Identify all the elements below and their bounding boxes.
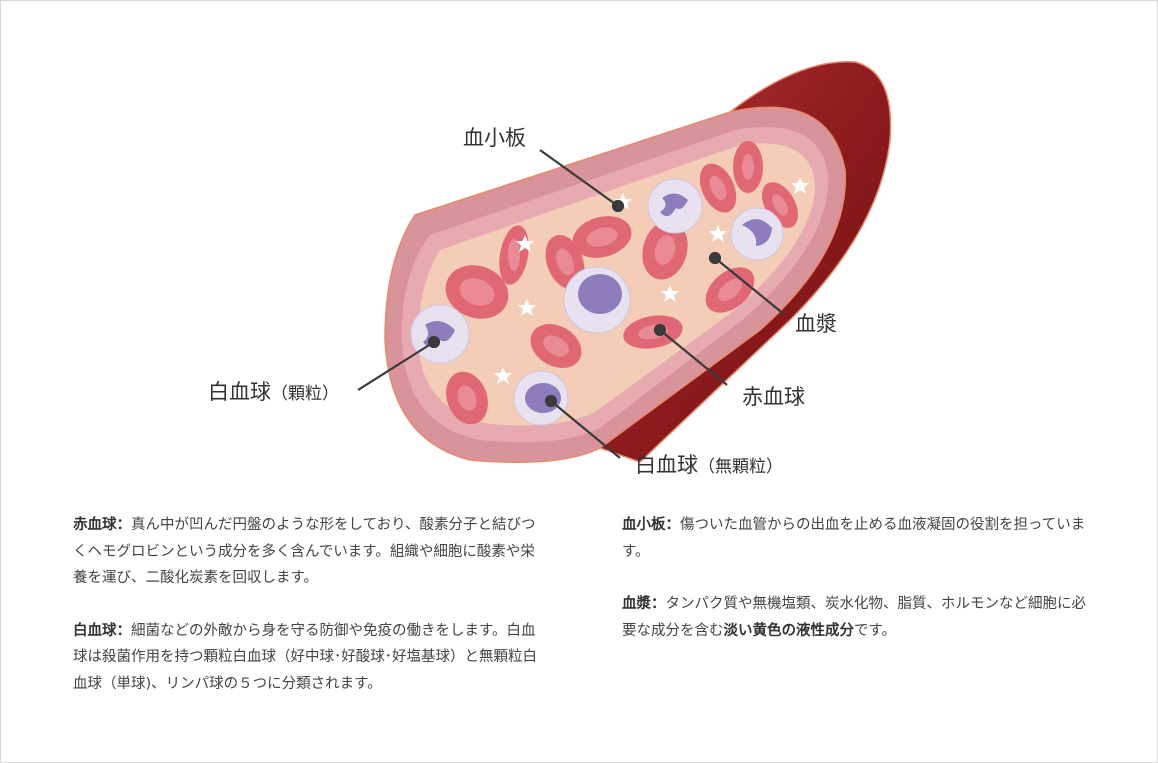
red-blood-cell: [572, 216, 632, 258]
term: 血漿: [622, 596, 651, 612]
white-blood-cells: [410, 178, 784, 426]
text: 細菌などの外敵から身を守る防御や免疫の働きをします。白血球は殺菌作用を持つ顆粒白…: [73, 622, 537, 692]
emphasis: 淡い黄色の液性成分: [723, 622, 855, 639]
red-blood-cell: [445, 265, 509, 319]
term: 血小板: [622, 517, 666, 533]
text: タンパク質や無機塩類、炭水化物、脂質、ホルモンなど細胞に必要な成分を含む: [622, 596, 1086, 639]
description-rbc: 赤血球：真ん中が凹んだ円盤のような形をしており、酸素分子と結びつくヘモグロビンと…: [73, 512, 543, 592]
red-blood-cell: [699, 163, 737, 213]
label-paren: （顆粒）: [271, 384, 339, 404]
rbc-leader-line: [659, 329, 728, 386]
wbc-granular-leader-line: [357, 341, 435, 391]
white-blood-cell-granular: [647, 178, 703, 234]
red-blood-cell: [705, 267, 755, 313]
term: 白血球: [73, 622, 117, 639]
separator: ：: [665, 517, 681, 533]
plasma-leader-line: [714, 257, 786, 316]
term: 赤血球: [73, 517, 117, 533]
white-blood-cell-granular: [410, 304, 470, 364]
label-main: 白血球: [635, 453, 698, 477]
red-blood-cell: [642, 220, 688, 280]
red-blood-cell: [446, 371, 488, 425]
wbc-agranular-leader-line: [550, 400, 621, 459]
label-paren: （無顆粒）: [698, 457, 783, 477]
description-wbc: 白血球：細菌などの外敵から身を守る防御や免疫の働きをします。白血球は殺菌作用を持…: [73, 618, 543, 698]
red-blood-cells: [445, 141, 799, 425]
label-wbc-granular: 白血球（顆粒）: [208, 376, 339, 406]
label-main: 白血球: [208, 380, 271, 404]
description-platelet: 血小板：傷ついた血管からの出血を止める血液凝固の役割を担っています。: [622, 512, 1087, 565]
white-blood-cell-agranular: [730, 207, 784, 261]
description-plasma: 血漿：タンパク質や無機塩類、炭水化物、脂質、ホルモンなど細胞に必要な成分を含む淡…: [622, 591, 1087, 644]
description-left: 赤血球：真ん中が凹んだ円盤のような形をしており、酸素分子と結びつくヘモグロビンと…: [73, 512, 543, 723]
label-plasma: 血漿: [795, 312, 837, 336]
red-blood-cell: [733, 141, 763, 193]
label-wbc-agranular: 白血球（無顆粒）: [635, 449, 783, 479]
separator: ：: [116, 622, 132, 639]
platelet-leader-line: [539, 149, 619, 207]
red-blood-cell: [499, 225, 529, 285]
separator: ：: [116, 517, 132, 533]
text: 真ん中が凹んだ円盤のような形をしており、酸素分子と結びつくヘモグロビンという成分…: [73, 517, 536, 586]
text: です。: [854, 622, 897, 639]
text: 傷ついた血管からの出血を止める血液凝固の役割を担っています。: [622, 517, 1086, 560]
separator: ：: [651, 596, 666, 612]
description-right: 血小板：傷ついた血管からの出血を止める血液凝固の役割を担っています。 血漿：タン…: [622, 512, 1087, 670]
red-blood-cell: [530, 324, 582, 368]
white-blood-cell-agranular: [513, 370, 569, 426]
label-rbc: 赤血球: [742, 385, 805, 409]
white-blood-cell-agranular: [563, 266, 631, 334]
label-platelet: 血小板: [463, 126, 526, 150]
